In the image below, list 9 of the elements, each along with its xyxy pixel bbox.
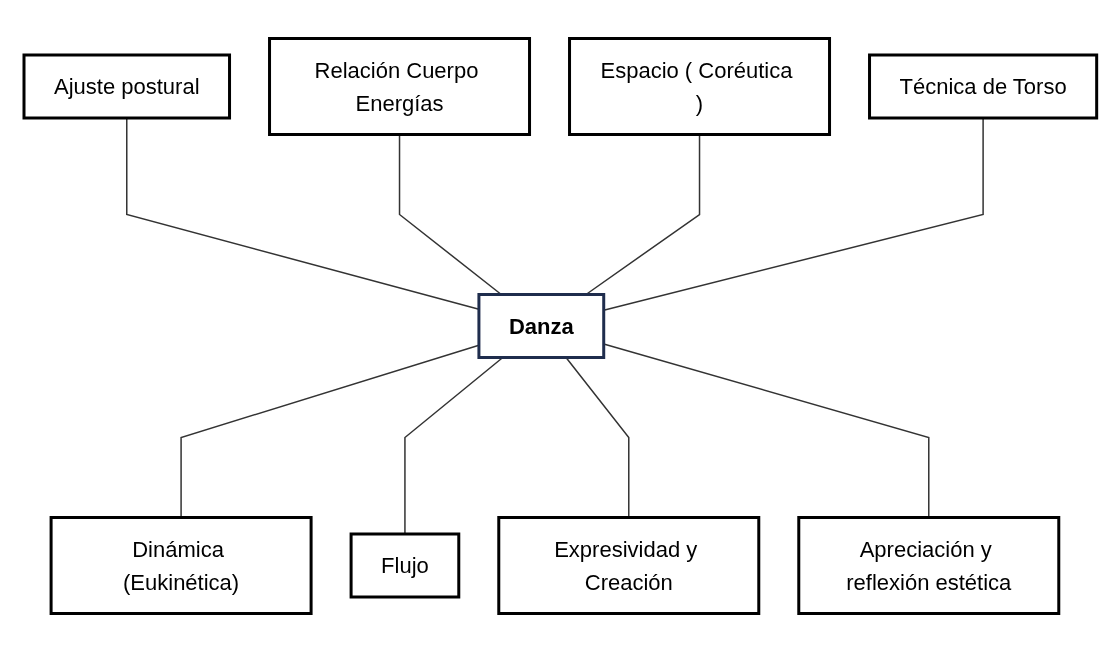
node-box: Flujo xyxy=(349,532,460,598)
node-box: Relación Cuerpo Energías xyxy=(267,36,531,136)
node-box: Dinámica (Eukinética) xyxy=(49,515,313,615)
node-box: Técnica de Torso xyxy=(867,53,1098,119)
node-box: Expresividad y Creación xyxy=(496,515,760,615)
node-box: Ajuste postural xyxy=(22,53,231,119)
node-box: Espacio ( Coréutica ) xyxy=(567,36,831,136)
node-box: Danza xyxy=(477,292,605,359)
node-box: Apreciación y reflexión estética xyxy=(796,515,1060,615)
